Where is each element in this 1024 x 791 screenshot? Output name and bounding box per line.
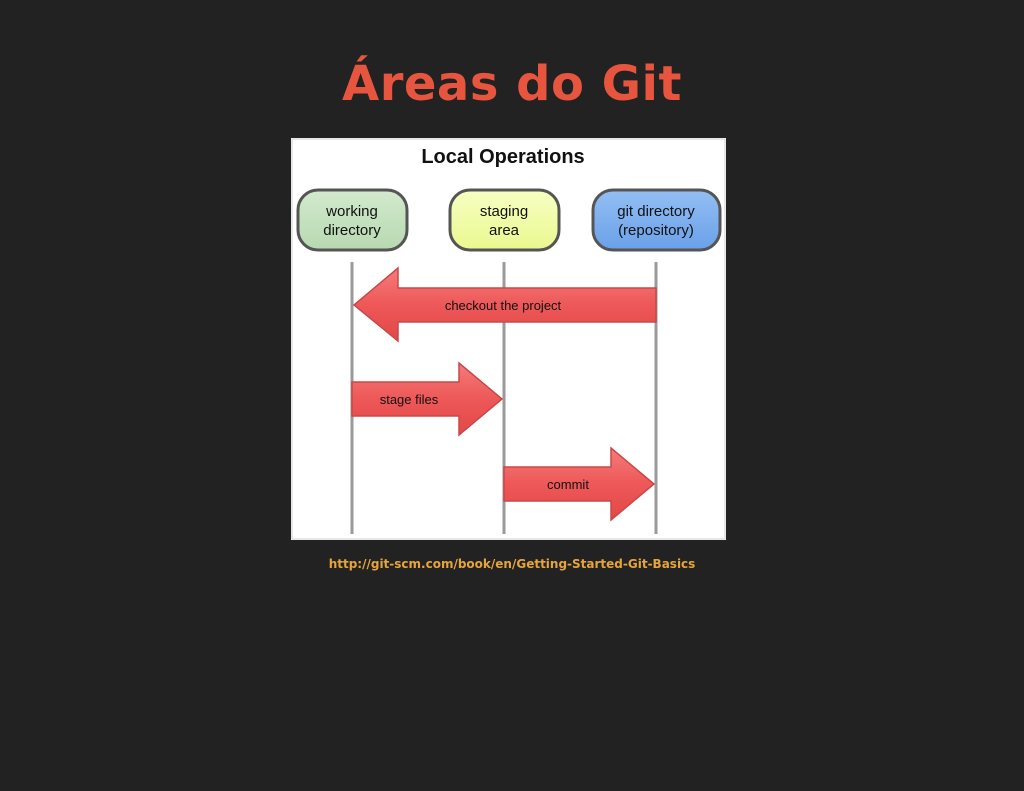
operation-checkout-arrow: checkout the project bbox=[352, 266, 657, 343]
operation-stage-files-arrow: stage files bbox=[351, 361, 504, 437]
local-operations-diagram: Local Operations working directory stagi… bbox=[291, 138, 726, 540]
operation-commit-label: commit bbox=[547, 477, 589, 492]
source-link[interactable]: http://git-scm.com/book/en/Getting-Start… bbox=[328, 557, 696, 571]
diagram-title: Local Operations bbox=[421, 146, 584, 168]
area-staging-area: staging area bbox=[448, 188, 561, 252]
operation-stage-files-label: stage files bbox=[380, 392, 439, 407]
area-git-directory: git directory (repository) bbox=[591, 188, 722, 252]
area-working-directory-line1: working bbox=[325, 203, 378, 220]
area-git-directory-line2: (repository) bbox=[618, 222, 694, 239]
slide-title: Áreas do Git bbox=[342, 56, 682, 112]
operation-commit-arrow: commit bbox=[503, 446, 656, 522]
area-git-directory-line1: git directory bbox=[617, 203, 695, 220]
area-working-directory: working directory bbox=[296, 188, 409, 252]
diagram-canvas: Local Operations working directory stagi… bbox=[291, 138, 726, 540]
area-staging-area-line1: staging bbox=[480, 203, 528, 220]
area-staging-area-line2: area bbox=[489, 222, 520, 239]
area-working-directory-line2: directory bbox=[323, 222, 381, 239]
operation-checkout-label: checkout the project bbox=[445, 298, 562, 313]
